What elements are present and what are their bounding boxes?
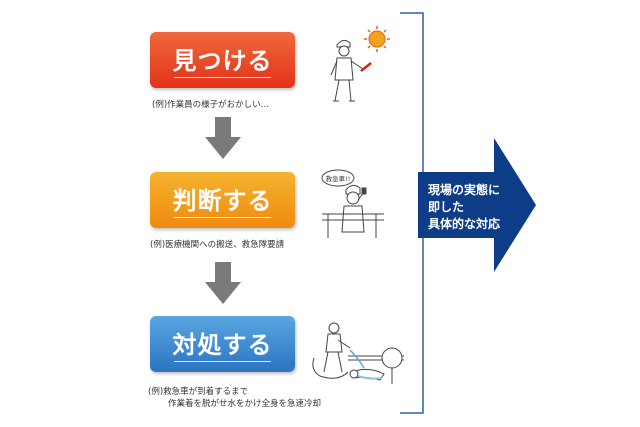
cooling-illustration: [312, 322, 404, 384]
step-find-title: 見つける: [172, 47, 273, 75]
result-text-line2: 即した: [428, 200, 465, 214]
step-find-underline: [174, 77, 271, 78]
step-judge-example: (例)医療機関への搬送、救急隊要請: [150, 240, 285, 250]
down-arrow-icon: [205, 262, 241, 304]
step-judge-underline: [174, 217, 271, 218]
step-act-box: 対処する: [150, 316, 295, 372]
step-act-example-line2: 作業着を脱がせ水をかけ全身を急速冷却: [168, 399, 322, 409]
sun-icon: [364, 26, 390, 52]
speech-bubble-text: 救急車!!: [326, 174, 351, 183]
step-find-box: 見つける: [150, 32, 295, 88]
step-act-title: 対処する: [172, 331, 273, 359]
step-find-example: (例)作業員の様子がおかしい…: [152, 100, 270, 110]
down-arrow-icon: [205, 117, 241, 159]
step-act-example-line1: (例)救急車が到着するまで: [148, 387, 249, 397]
worker-illustration: [330, 26, 390, 102]
result-text-line1: 現場の実態に: [428, 183, 501, 197]
step-judge-title: 判断する: [172, 187, 273, 215]
result-text-line3: 具体的な対応: [428, 217, 501, 231]
phone-call-illustration: 救急車!!: [321, 169, 384, 238]
step-judge-box: 判断する: [150, 172, 295, 228]
right-arrow-icon: [418, 138, 536, 272]
step-act-underline: [174, 361, 271, 362]
